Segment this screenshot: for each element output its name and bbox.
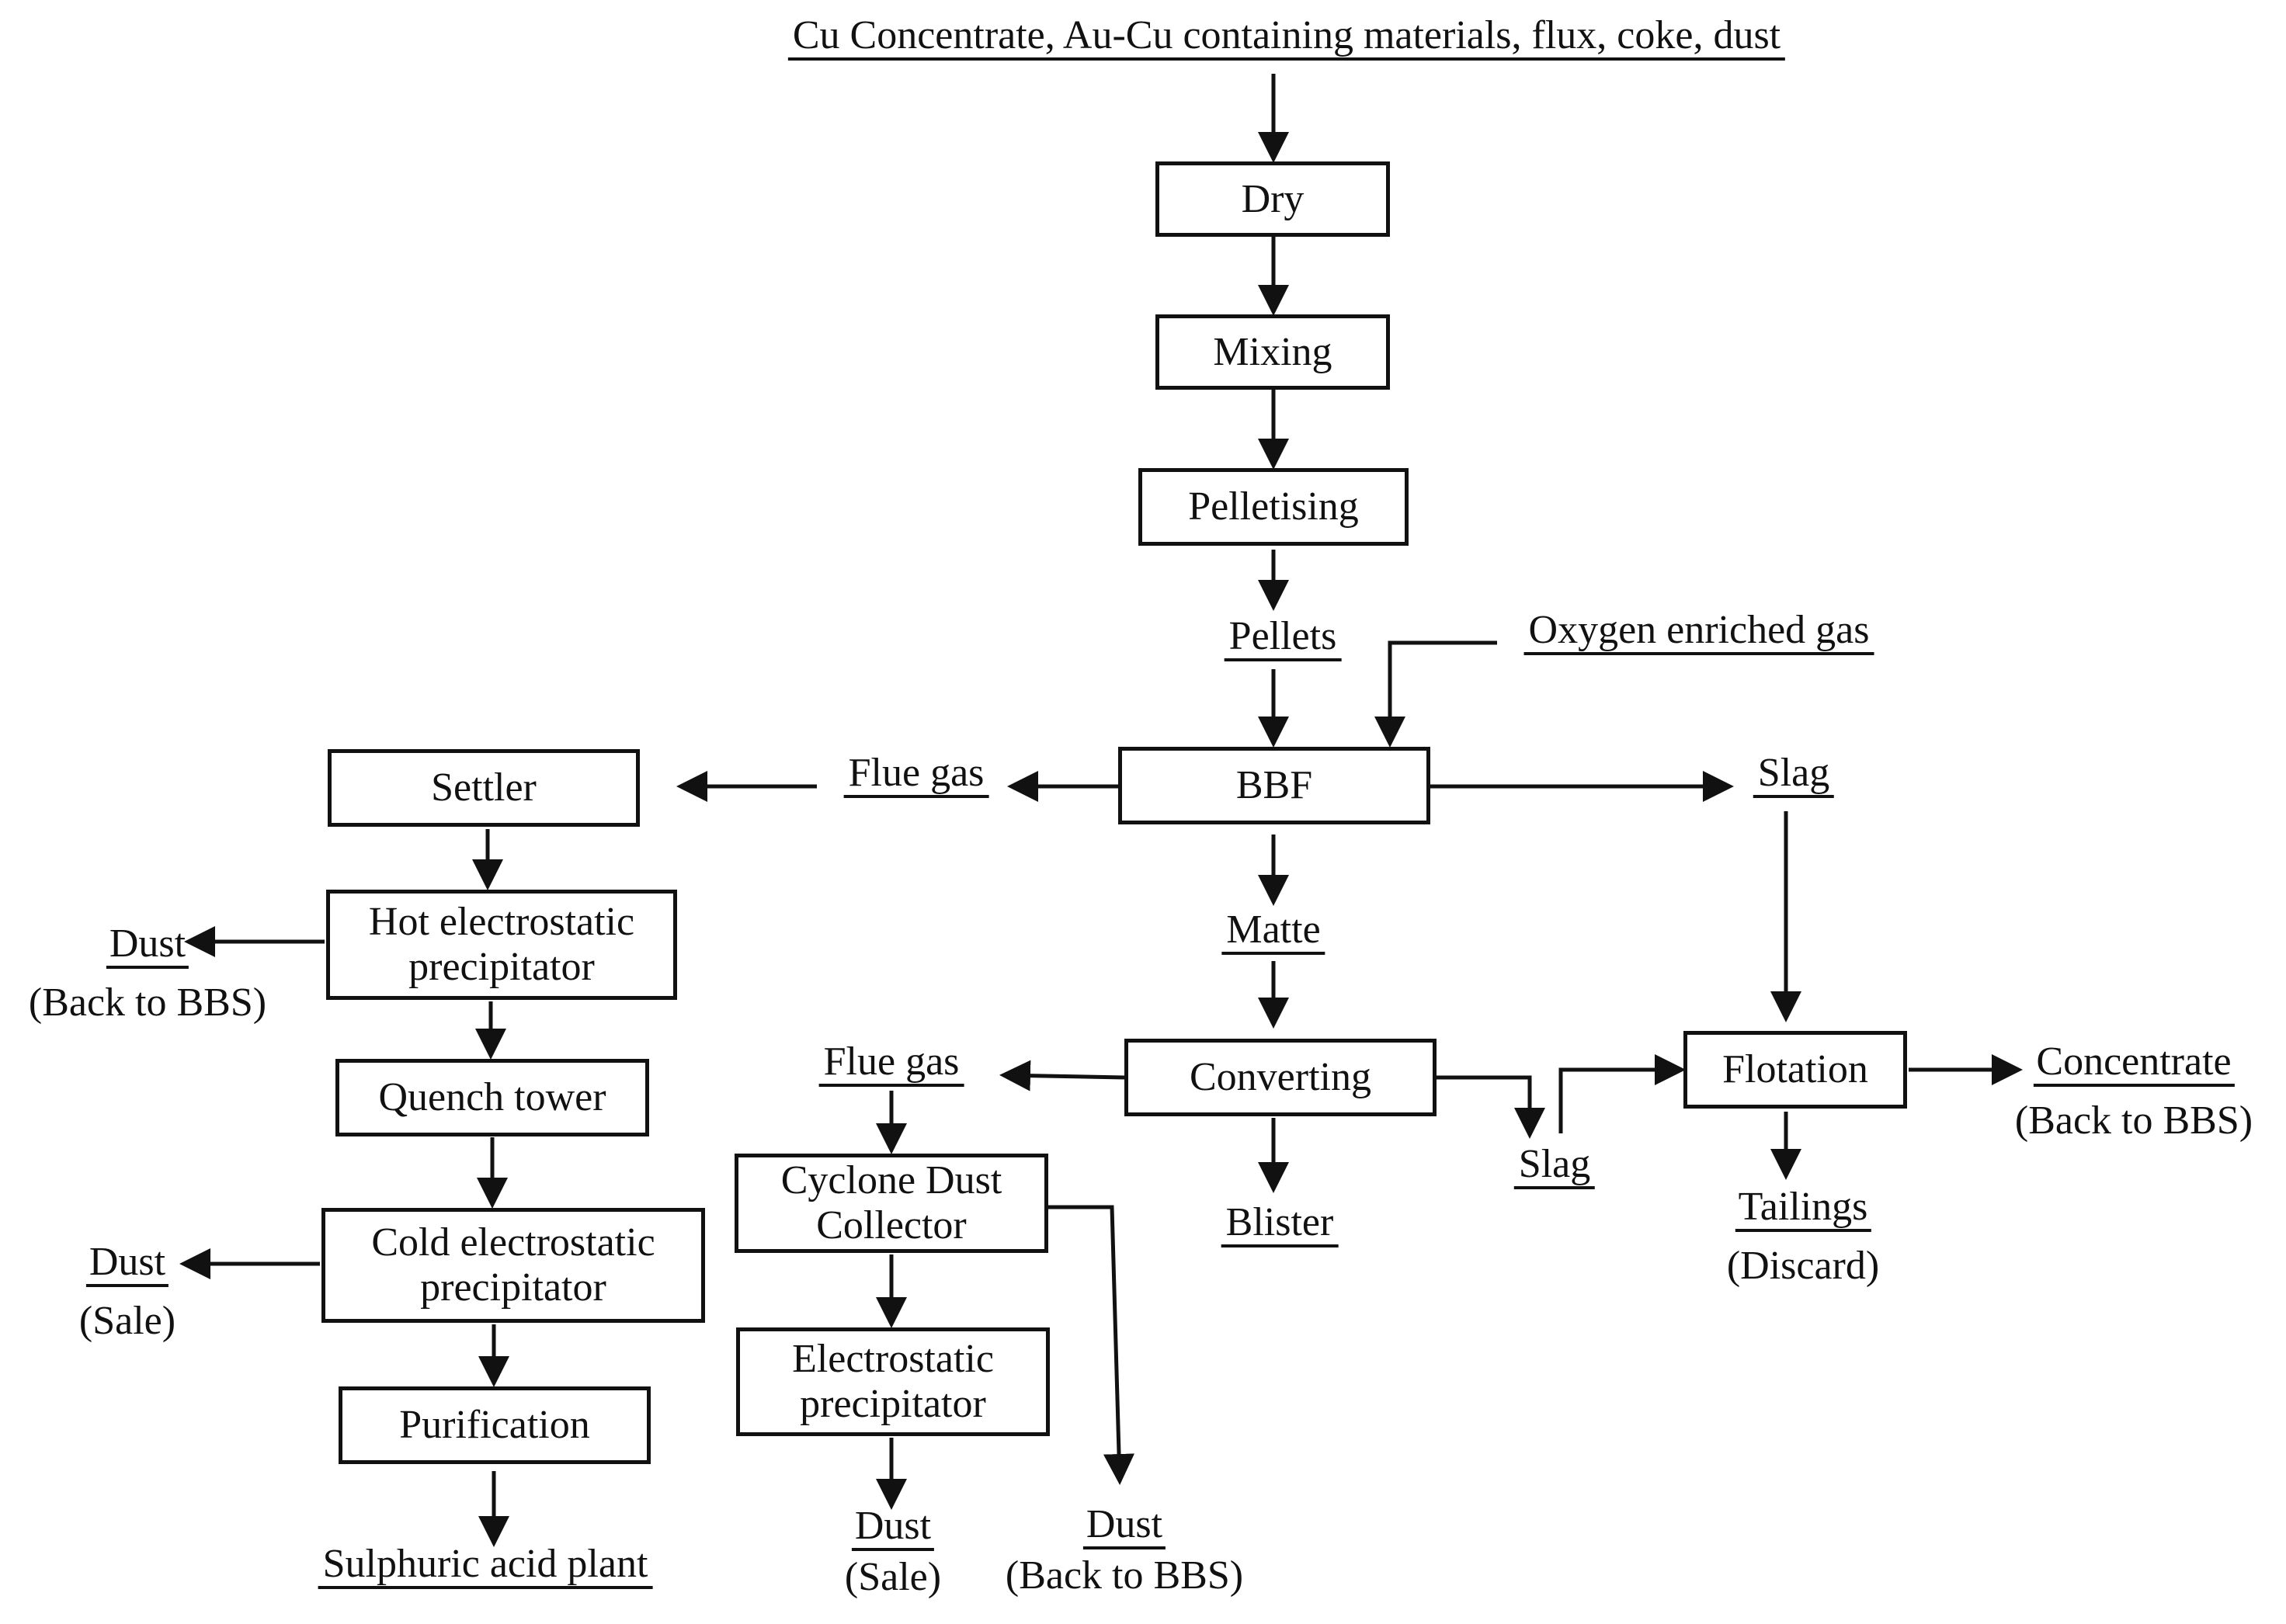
bbf-slag-label: Slag bbox=[1753, 750, 1835, 798]
matte-label: Matte bbox=[1221, 907, 1325, 955]
oxygen-enriched-gas-label: Oxygen enriched gas bbox=[1523, 607, 1874, 655]
arrow-converting-flue-gas bbox=[999, 1060, 1125, 1091]
converting-slag-label: Slag bbox=[1513, 1141, 1596, 1189]
purification-box: Purification bbox=[339, 1386, 651, 1464]
arrow-cyclone-dust bbox=[1048, 1205, 1135, 1485]
esp-dust-label: Dust (Sale) bbox=[844, 1504, 942, 1600]
blister-label: Blister bbox=[1221, 1199, 1339, 1247]
arrow-oxygen-bbf bbox=[1374, 640, 1497, 748]
sulphuric-acid-plant-label: Sulphuric acid plant bbox=[318, 1541, 653, 1589]
cold-electrostatic-precipitator-box: Cold electrostatic precipitator bbox=[321, 1208, 705, 1323]
bbf-box: BBF bbox=[1118, 747, 1430, 824]
hot-esp-dust-label: Dust (Back to BBS) bbox=[28, 921, 267, 1025]
mixing-box: Mixing bbox=[1155, 314, 1390, 390]
converting-flue-gas-label: Flue gas bbox=[818, 1039, 964, 1087]
tailings-label: Tailings (Discard) bbox=[1726, 1185, 1880, 1289]
cyclone-dust-collector-box: Cyclone Dust Collector bbox=[735, 1154, 1048, 1253]
cold-esp-dust-label: Dust (Sale) bbox=[78, 1240, 176, 1344]
cyclone-dust-label: Dust (Back to BBS) bbox=[1005, 1502, 1244, 1598]
pellets-label: Pellets bbox=[1224, 613, 1342, 661]
feed-label: Cu Concentrate, Au-Cu containing materia… bbox=[787, 12, 1786, 61]
flotation-box: Flotation bbox=[1683, 1031, 1907, 1109]
settler-box: Settler bbox=[328, 749, 640, 827]
bbf-flue-gas-label: Flue gas bbox=[843, 750, 989, 798]
dry-box: Dry bbox=[1155, 161, 1390, 237]
hot-electrostatic-precipitator-box: Hot electrostatic precipitator bbox=[326, 890, 677, 1000]
quench-tower-box: Quench tower bbox=[335, 1059, 649, 1136]
pelletising-box: Pelletising bbox=[1138, 468, 1409, 546]
arrow-slag-to-flotation bbox=[1558, 1054, 1686, 1133]
electrostatic-precipitator-box: Electrostatic precipitator bbox=[736, 1327, 1050, 1436]
arrow-converting-slag bbox=[1437, 1075, 1545, 1139]
concentrate-label: Concentrate (Back to BBS) bbox=[2014, 1039, 2253, 1143]
converting-box: Converting bbox=[1124, 1039, 1437, 1116]
